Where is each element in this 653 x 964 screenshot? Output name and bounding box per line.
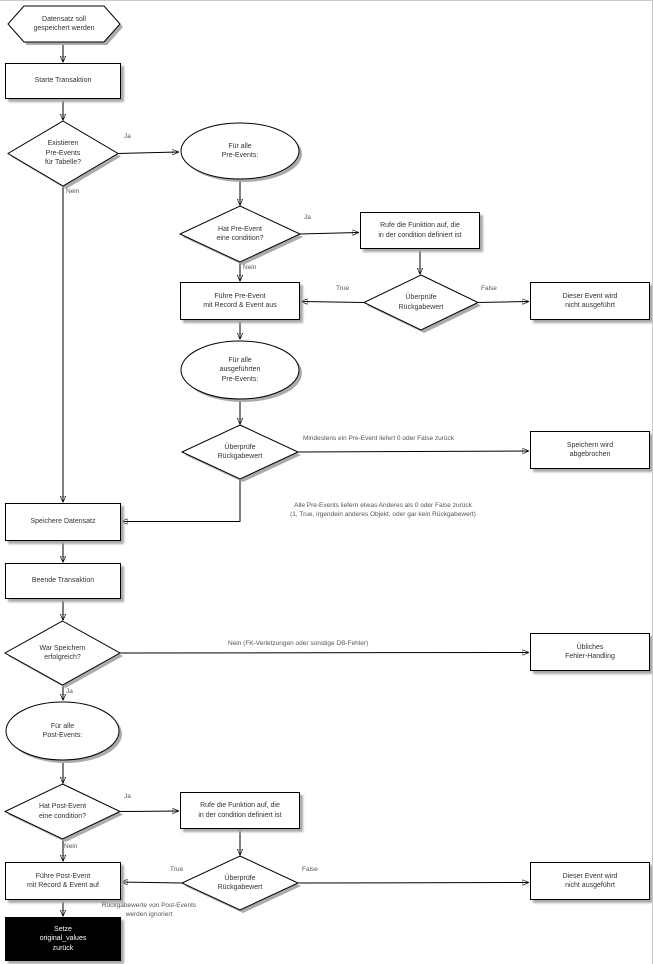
node-save-record: Speichere Datensatz bbox=[5, 503, 121, 541]
node-check-pre-event-return: Überprüfe Rückgabewert bbox=[180, 424, 301, 482]
connector-postcheck-true-to-execute bbox=[122, 882, 183, 883]
node-reset-original-values: Setze original_values zurück bbox=[5, 917, 121, 961]
edge-label-post-condition-yes: Ja bbox=[124, 793, 131, 800]
diamond-shape bbox=[180, 855, 301, 913]
node-check-post-condition-return-label: Überprüfe Rückgabewert bbox=[217, 874, 263, 891]
node-save-aborted-label: Speichern wird abgebrochen bbox=[566, 441, 614, 458]
node-foreach-post-event: Für alle Post-Events: bbox=[5, 701, 122, 763]
ellipse-shape bbox=[180, 340, 302, 402]
diamond-shape bbox=[178, 205, 303, 265]
node-start-transaction-label: Starte Transaktion bbox=[34, 77, 92, 85]
node-execute-pre-event-label: Führe Pre-Event mit Record & Event aus bbox=[203, 292, 277, 309]
node-check-post-condition-return: Überprüfe Rückgabewert bbox=[180, 855, 301, 913]
node-call-post-condition-function-label: Rufe die Funktion auf, die in der condit… bbox=[198, 802, 282, 819]
node-foreach-pre-event-label: Für alle Pre-Events: bbox=[221, 142, 259, 159]
node-foreach-pre-event: Für alle Pre-Events: bbox=[180, 122, 302, 182]
edge-label-pre-condition-false: False bbox=[481, 285, 497, 292]
edge-label-pre-exist-no: Nein bbox=[66, 188, 80, 195]
edge-label-post-return-ignored: Rückgabewerte von Post-Events werden ign… bbox=[101, 902, 197, 919]
edge-label-min-one-pre-false: Mindestens ein Pre-Event liefert 0 oder … bbox=[303, 435, 455, 442]
connector-check-true-to-execute bbox=[302, 302, 365, 303]
diamond-shape bbox=[180, 424, 301, 482]
node-foreach-executed-pre-event-label: Für alle ausgeführten Pre-Events: bbox=[219, 356, 261, 383]
node-post-event-has-condition-label: Hat Post-Event eine condition? bbox=[38, 803, 87, 820]
node-error-handling: Übliches Fehler-Handling bbox=[530, 633, 650, 671]
diamond-shape bbox=[3, 783, 123, 842]
node-pre-events-exist-label: Existieren Pre-Events für Tabelle? bbox=[44, 140, 82, 167]
edge-label-post-condition-no: Nein bbox=[64, 843, 78, 850]
node-save-successful-label: War Speichern erfolgreich? bbox=[39, 644, 86, 661]
node-save-successful: War Speichern erfolgreich? bbox=[3, 620, 123, 688]
hexagon-shape bbox=[7, 5, 123, 45]
node-check-pre-condition-return-label: Überprüfe Rückgabewert bbox=[398, 294, 444, 311]
node-post-event-not-executed: Dieser Event wird nicht ausgeführt bbox=[530, 862, 650, 900]
node-pre-events-exist: Existieren Pre-Events für Tabelle? bbox=[7, 120, 121, 189]
node-post-event-not-executed-label: Dieser Event wird nicht ausgeführt bbox=[562, 872, 618, 889]
node-end-transaction-label: Beende Transaktion bbox=[31, 577, 95, 585]
diamond-shape bbox=[362, 274, 481, 333]
node-reset-original-values-label: Setze original_values zurück bbox=[39, 925, 87, 952]
node-check-pre-condition-return: Überprüfe Rückgabewert bbox=[362, 274, 481, 333]
connector-postcheck-false-to-skip bbox=[297, 883, 528, 884]
connector-check-false-to-skip bbox=[477, 302, 528, 303]
diamond-shape bbox=[3, 620, 123, 688]
node-call-pre-condition-function-label: Rufe die Funktion auf, die in der condit… bbox=[378, 222, 462, 239]
node-save-record-label: Speichere Datensatz bbox=[30, 518, 96, 526]
connector-postcondition-yes-to-call bbox=[119, 811, 178, 812]
connector-successful-no-to-error bbox=[119, 653, 528, 654]
edge-label-post-condition-true: True bbox=[170, 866, 184, 873]
edge-label-pre-condition-no: Nein bbox=[243, 264, 257, 271]
edge-label-pre-exist-yes: Ja bbox=[124, 133, 131, 140]
diamond-shape bbox=[7, 120, 121, 189]
node-execute-pre-event: Führe Pre-Event mit Record & Event aus bbox=[180, 282, 300, 320]
node-pre-event-has-condition: Hat Pre-Event eine condition? bbox=[178, 205, 303, 265]
edge-label-pre-condition-yes: Ja bbox=[304, 214, 311, 221]
node-foreach-post-event-label: Für alle Post-Events: bbox=[42, 722, 83, 739]
edge-label-save-ok: Ja bbox=[66, 688, 73, 695]
node-pre-event-not-executed: Dieser Event wird nicht ausgeführt bbox=[530, 282, 650, 320]
edge-label-post-condition-false: False bbox=[302, 866, 318, 873]
node-start-transaction: Starte Transaktion bbox=[5, 63, 121, 99]
ellipse-shape bbox=[180, 122, 302, 182]
node-start: Datensatz soll gespeichert werden bbox=[7, 5, 123, 45]
node-error-handling-label: Übliches Fehler-Handling bbox=[565, 643, 615, 660]
connector-check-to-save bbox=[122, 479, 241, 522]
node-pre-event-not-executed-label: Dieser Event wird nicht ausgeführt bbox=[562, 292, 618, 309]
ellipse-shape bbox=[5, 701, 122, 763]
node-start-label: Datensatz soll gespeichert werden bbox=[33, 15, 95, 32]
node-check-pre-event-return-label: Überprüfe Rückgabewert bbox=[217, 443, 263, 460]
node-save-aborted: Speichern wird abgebrochen bbox=[530, 431, 650, 469]
node-foreach-executed-pre-event: Für alle ausgeführten Pre-Events: bbox=[180, 340, 302, 402]
node-call-post-condition-function: Rufe die Funktion auf, die in der condit… bbox=[180, 792, 300, 829]
connector-exist-yes bbox=[117, 152, 178, 154]
edge-label-pre-condition-true: True bbox=[336, 285, 350, 292]
node-execute-post-event: Führe Post-Event mit Record & Event auf bbox=[5, 862, 121, 900]
edge-label-save-failed: Nein (FK-Verletzungen oder sonstige DB-F… bbox=[228, 640, 369, 647]
connector-condition-yes-to-call bbox=[299, 233, 358, 235]
connector-check-to-abort bbox=[297, 451, 528, 452]
node-call-pre-condition-function: Rufe die Funktion auf, die in der condit… bbox=[360, 212, 480, 249]
node-execute-post-event-label: Führe Post-Event mit Record & Event auf bbox=[27, 872, 99, 889]
node-end-transaction: Beende Transaktion bbox=[5, 563, 121, 599]
node-pre-event-has-condition-label: Hat Pre-Event eine condition? bbox=[216, 225, 264, 242]
edge-label-all-pre-ok: Alle Pre-Events liefern etwas Anderes al… bbox=[290, 502, 476, 519]
node-post-event-has-condition: Hat Post-Event eine condition? bbox=[3, 783, 123, 842]
